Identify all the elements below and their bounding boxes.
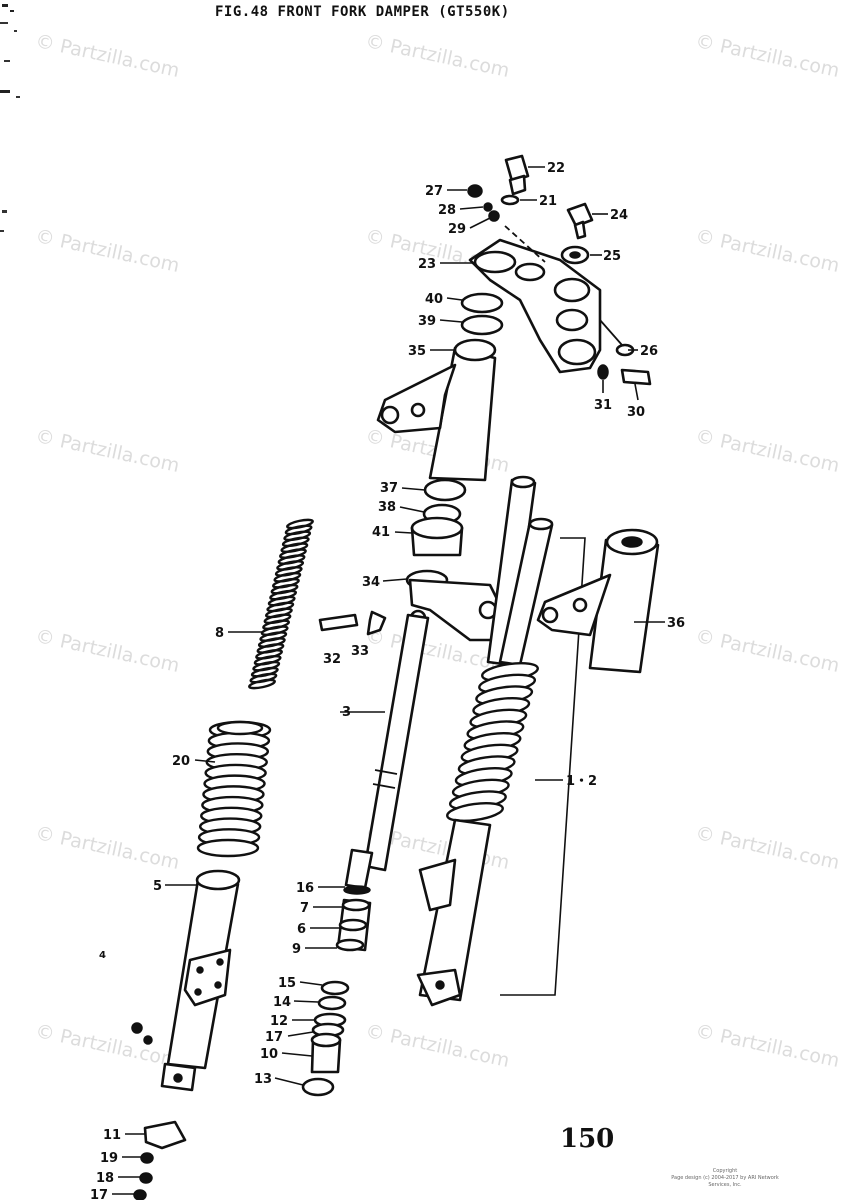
callout-3: 3 [342,705,351,720]
leader-lines [112,166,665,1195]
washer-19 [140,1152,154,1164]
cable-26 [599,319,623,346]
nut-27 [467,184,483,198]
clamp-33 [366,610,387,636]
callout-8: 8 [215,626,224,641]
ring-14 [317,995,347,1011]
callout-11: 11 [103,1128,121,1143]
callout-36: 36 [667,616,685,631]
callout-18: 18 [96,1171,114,1186]
washer-21 [500,194,520,206]
callout-35: 35 [408,344,426,359]
sleeve-10 [310,1032,342,1074]
callout-7: 7 [300,901,309,916]
nut-31 [597,364,609,380]
callout-34: 34 [362,575,380,590]
callout-17-lower: 17 [90,1188,108,1200]
stud-17 [133,1189,147,1200]
figure-title: FIG.48 FRONT FORK DAMPER (GT550K) [215,4,510,20]
bolt-29 [488,210,500,222]
callout-22: 22 [547,161,565,176]
callout-41: 41 [372,525,390,540]
callout-39: 39 [418,314,436,329]
callout-13: 13 [254,1072,272,1087]
callout-23: 23 [418,257,436,272]
nut-18 [139,1172,153,1184]
ring-39 [460,314,504,336]
ring-15 [320,980,350,996]
bolt-32 [318,613,359,632]
washer-13 [301,1077,335,1097]
page-number: 150 [560,1124,615,1154]
fork-assembly-1-2 [416,475,554,1007]
dust-boot-20 [196,720,272,858]
outer-tube-5 [160,869,241,1092]
callout-9: 9 [292,942,301,957]
damper-stack [335,848,374,952]
callout-25: 25 [603,249,621,264]
callout-1-2: 1・2 [566,774,597,789]
copyright-line: Copyright [712,1168,738,1174]
spring-8 [248,518,314,690]
callout-37: 37 [380,481,398,496]
callout-17: 17 [265,1030,283,1045]
fork-cover-35 [376,338,497,482]
callout-31: 31 [594,398,612,413]
copyright-note: Copyright Page design (c) 2004-2017 by A… [660,1168,790,1189]
inner-tube-3 [363,613,430,872]
ring-40 [460,292,504,314]
callout-10: 10 [260,1047,278,1062]
cover-41 [410,516,464,557]
callout-26: 26 [640,344,658,359]
scan-noise [0,4,20,232]
fork-cover-36 [536,528,660,674]
copyright-line: Page design (c) 2004-2017 by ARI Network… [671,1175,779,1188]
washer-28 [483,202,493,212]
callout-5: 5 [153,879,162,894]
bolt-24 [566,202,594,240]
callout-4: 4 [99,950,106,961]
callout-29: 29 [448,222,466,237]
callout-24: 24 [610,208,628,223]
callout-32: 32 [323,652,341,667]
callout-27: 27 [425,184,443,199]
bolt-4a [131,1022,143,1034]
callout-20: 20 [172,754,190,769]
callout-21: 21 [539,194,557,209]
callout-15: 15 [278,976,296,991]
callout-33: 33 [351,644,369,659]
seal-37 [423,478,467,502]
bolt-4b [143,1035,153,1045]
callout-labels: 22 21 27 28 29 24 25 23 40 39 26 35 31 3… [90,161,685,1200]
holder-11 [143,1120,187,1150]
callout-12: 12 [270,1014,288,1029]
upper-bracket-23 [468,225,602,374]
callout-16: 16 [296,881,314,896]
callout-40: 40 [425,292,443,307]
callout-28: 28 [438,203,456,218]
bolt-30 [620,368,652,386]
callout-6: 6 [297,922,306,937]
callout-30: 30 [627,405,645,420]
callout-19: 19 [100,1151,118,1166]
bolt-22 [504,154,530,196]
callout-14: 14 [273,995,291,1010]
callout-38: 38 [378,500,396,515]
